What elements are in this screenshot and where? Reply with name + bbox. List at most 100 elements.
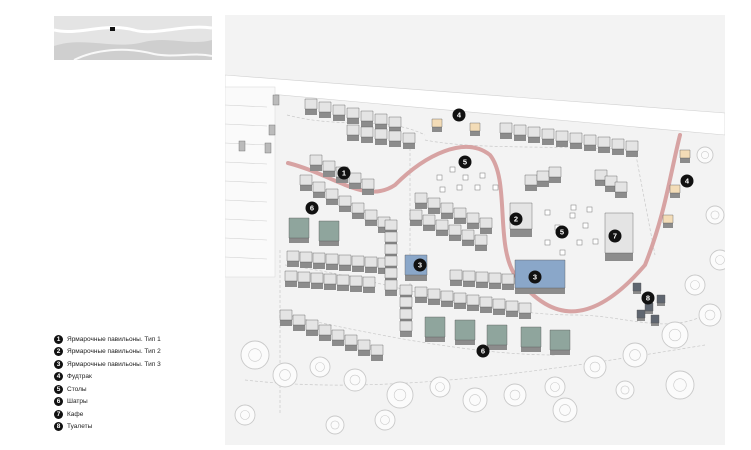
pavilion-type1: [292, 314, 306, 331]
pavilion-type1-side: [298, 282, 310, 288]
table: [544, 209, 551, 216]
pavilion-type1-side: [347, 135, 359, 141]
legend-label-6: Шатры: [67, 398, 88, 405]
toilet-cabin-side: [637, 318, 645, 321]
tree: [240, 340, 270, 370]
pavilion-type1-side: [300, 262, 312, 268]
parking-line: [225, 123, 268, 127]
pavilion-type1: [614, 181, 628, 198]
pavilion-type1-side: [319, 112, 331, 118]
pavilion-type1-top: [614, 181, 628, 193]
pavilion-type1: [388, 116, 402, 133]
pavilion-type1: [453, 207, 467, 224]
pavilion-type1-top: [374, 128, 388, 140]
pavilion-type1: [597, 136, 611, 153]
pavilion-type1-top: [388, 130, 402, 142]
table: [436, 174, 443, 181]
pavilion-type1-side: [285, 281, 297, 287]
table: [586, 206, 593, 213]
tent: [486, 324, 508, 350]
pavilion-type1-side: [400, 331, 412, 337]
marker-5a: 5: [458, 155, 472, 169]
tent-side: [319, 241, 339, 246]
tent: [424, 316, 446, 342]
foodtruck-top: [669, 184, 681, 194]
tree: [386, 381, 414, 409]
tree-core: [559, 404, 571, 416]
pavilion-type1-top: [527, 126, 541, 138]
pavilion-type1: [325, 253, 339, 270]
table: [449, 166, 456, 173]
pavilion-type1-side: [403, 143, 415, 149]
walkway: [284, 264, 706, 325]
pavilion-type1: [555, 130, 569, 147]
marker-1: 1: [337, 166, 351, 180]
pavilion-type1: [323, 273, 337, 290]
pavilion-type1-side: [556, 141, 568, 147]
parking-lines: [225, 94, 280, 260]
walkway: [284, 314, 556, 356]
parking-line: [225, 199, 268, 203]
tent: [454, 319, 476, 345]
foodtruck-top: [469, 122, 481, 132]
pavilion-type1-top: [279, 309, 293, 321]
pavilion-type1-top: [336, 274, 350, 286]
pavilion-type1: [474, 234, 488, 251]
pavilion-type1-side: [441, 301, 453, 307]
foodtruck-top: [679, 149, 691, 159]
pavilion-type1: [466, 212, 480, 229]
pavilion-type1-side: [324, 284, 336, 290]
pavilion-type1-side: [337, 285, 349, 291]
tree: [544, 376, 566, 398]
tree-core: [330, 420, 340, 430]
pavilion-type1-top: [332, 104, 346, 116]
pavilion-type1-top: [374, 113, 388, 125]
pavilion-type1-side: [365, 220, 377, 226]
table: [439, 186, 446, 193]
pavilion-type1-top: [466, 212, 480, 224]
table: [456, 184, 463, 191]
foodtruck-side: [680, 158, 690, 163]
pavilion-type1-side: [476, 282, 488, 288]
pavilion-type1-top: [518, 302, 532, 314]
marker-6b: 6: [476, 344, 490, 358]
parked-car: [272, 94, 280, 106]
cafe-building-side: [605, 253, 633, 261]
legend-number-3: 3: [54, 359, 63, 369]
pavilion-type1-top: [325, 253, 339, 265]
pavilion-type1: [364, 209, 378, 226]
table: [492, 184, 499, 191]
tree: [325, 415, 345, 435]
pavilion-type1: [513, 124, 527, 141]
pavilion-type1-top: [299, 174, 313, 186]
pavilion-type1-top: [292, 314, 306, 326]
pavilion-type1: [370, 344, 384, 361]
pavilion-type1: [322, 160, 336, 177]
toilet-cabin-top: [636, 309, 646, 319]
tent-side: [521, 347, 541, 352]
table: [592, 238, 599, 245]
marker-3a: 3: [413, 258, 427, 272]
tree-core: [380, 415, 390, 425]
foodtruck-side: [663, 223, 673, 228]
pavilion-type1-top: [349, 275, 363, 287]
pavilion-type1-side: [326, 264, 338, 270]
pavilion-type1-top: [310, 272, 324, 284]
legend-number-2: 2: [54, 347, 63, 356]
pavilion-type1-top: [492, 298, 506, 310]
pavilion-type1-side: [493, 309, 505, 315]
toilet-cabin-top: [656, 294, 666, 304]
pavilion-type1-side: [615, 192, 627, 198]
foodtruck-side: [432, 127, 442, 132]
pavilion-type1: [312, 181, 326, 198]
pavilion-type1-side: [489, 283, 501, 289]
pavilion-type1: [402, 132, 416, 149]
pavilion-type1-top: [541, 128, 555, 140]
marker-4a-label: 4: [457, 111, 462, 120]
pavilion-type1-side: [450, 280, 462, 286]
pavilion-type1-top: [388, 116, 402, 128]
pavilion-type1: [332, 104, 346, 121]
pavilion-type1: [499, 122, 513, 139]
site-plan: 1 2 3 3 4 4 5 5 6 6 7 8: [225, 15, 725, 445]
